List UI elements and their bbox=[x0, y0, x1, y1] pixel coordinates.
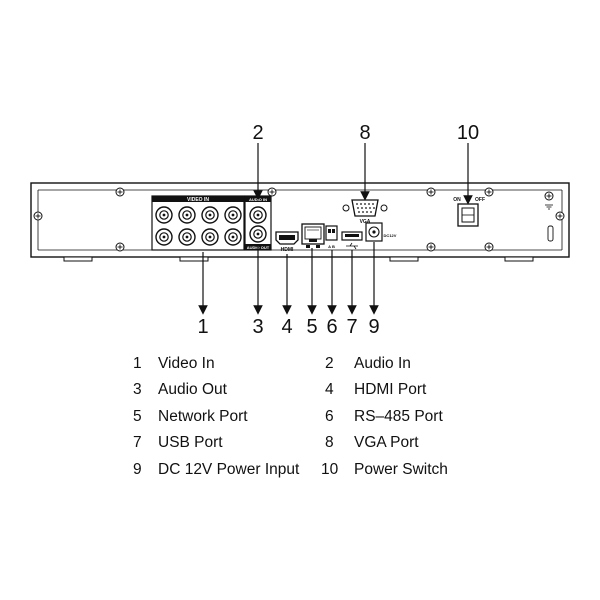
usb-icon bbox=[346, 242, 358, 250]
legend-number: 2 bbox=[325, 355, 334, 372]
hdmi-port: HDMI bbox=[275, 231, 299, 253]
power-switch: ON OFF bbox=[453, 197, 485, 227]
video-input-bnc-connector bbox=[201, 228, 219, 246]
legend-number: 3 bbox=[133, 381, 142, 398]
rs485-port: A B bbox=[325, 225, 338, 249]
legend-number: 1 bbox=[133, 355, 142, 372]
network-port bbox=[301, 223, 325, 248]
video-input-bnc-connector bbox=[178, 206, 196, 224]
screw-icon bbox=[426, 242, 436, 252]
ground-screw-icon bbox=[544, 191, 554, 201]
legend-number: 7 bbox=[133, 434, 142, 451]
audio-in-connector bbox=[249, 206, 267, 224]
legend-label: Power Switch bbox=[354, 461, 448, 478]
hdmi-label: HDMI bbox=[281, 247, 294, 253]
legend-label: VGA Port bbox=[354, 434, 419, 451]
callout-3: 3 bbox=[252, 316, 264, 338]
screw-icon bbox=[33, 211, 43, 221]
video-in-label: VIDEO IN bbox=[187, 197, 209, 203]
rear-panel-diagram: VIDEO IN AUDIO IN AUDIO OUT HDMI A B bbox=[30, 143, 570, 315]
legend-label: Audio In bbox=[354, 355, 411, 372]
screw-icon bbox=[115, 187, 125, 197]
legend-number: 8 bbox=[325, 434, 334, 451]
video-input-bnc-connector bbox=[224, 228, 242, 246]
legend-number: 6 bbox=[325, 408, 334, 425]
callout-7: 7 bbox=[346, 316, 358, 338]
video-input-bnc-connector bbox=[155, 206, 173, 224]
screw-icon bbox=[484, 242, 494, 252]
legend-label: Video In bbox=[158, 355, 215, 372]
video-input-bnc-connector bbox=[224, 206, 242, 224]
legend-number: 9 bbox=[133, 461, 142, 478]
callout-2: 2 bbox=[252, 122, 264, 144]
callout-6: 6 bbox=[326, 316, 338, 338]
rs485-ab-label: A B bbox=[328, 244, 335, 249]
screw-icon bbox=[555, 211, 565, 221]
video-input-bnc-connector bbox=[201, 206, 219, 224]
legend-label: HDMI Port bbox=[354, 381, 427, 398]
legend-number: 10 bbox=[321, 461, 339, 478]
switch-on-label: ON bbox=[453, 197, 461, 203]
ground-icon bbox=[545, 204, 553, 210]
legend-label: Audio Out bbox=[158, 381, 227, 398]
audio-out-connector bbox=[249, 225, 267, 243]
switch-off-label: OFF bbox=[475, 197, 485, 203]
legend-number: 5 bbox=[133, 408, 142, 425]
legend-label: RS–485 Port bbox=[354, 408, 443, 425]
callout-9: 9 bbox=[368, 316, 380, 338]
usb-port bbox=[341, 231, 363, 250]
callout-4: 4 bbox=[281, 316, 293, 338]
latch-slot bbox=[547, 225, 554, 242]
dc12v-label: DC12V bbox=[384, 233, 397, 238]
callout-8: 8 bbox=[359, 122, 371, 144]
video-input-bnc-connector bbox=[155, 228, 173, 246]
screw-icon bbox=[426, 187, 436, 197]
screw-icon bbox=[267, 187, 277, 197]
callout-1: 1 bbox=[197, 316, 209, 338]
legend-label: USB Port bbox=[158, 434, 223, 451]
screw-icon bbox=[115, 242, 125, 252]
legend-number: 4 bbox=[325, 381, 334, 398]
callout-5: 5 bbox=[306, 316, 318, 338]
video-input-bnc-connector bbox=[178, 228, 196, 246]
screw-icon bbox=[484, 187, 494, 197]
legend-label: Network Port bbox=[158, 408, 248, 425]
audio-in-label: AUDIO IN bbox=[249, 197, 267, 202]
callout-10: 10 bbox=[456, 122, 480, 144]
vga-label: VGA bbox=[360, 219, 371, 225]
dc-power-jack: DC12V bbox=[365, 222, 397, 242]
legend-label: DC 12V Power Input bbox=[158, 461, 300, 478]
